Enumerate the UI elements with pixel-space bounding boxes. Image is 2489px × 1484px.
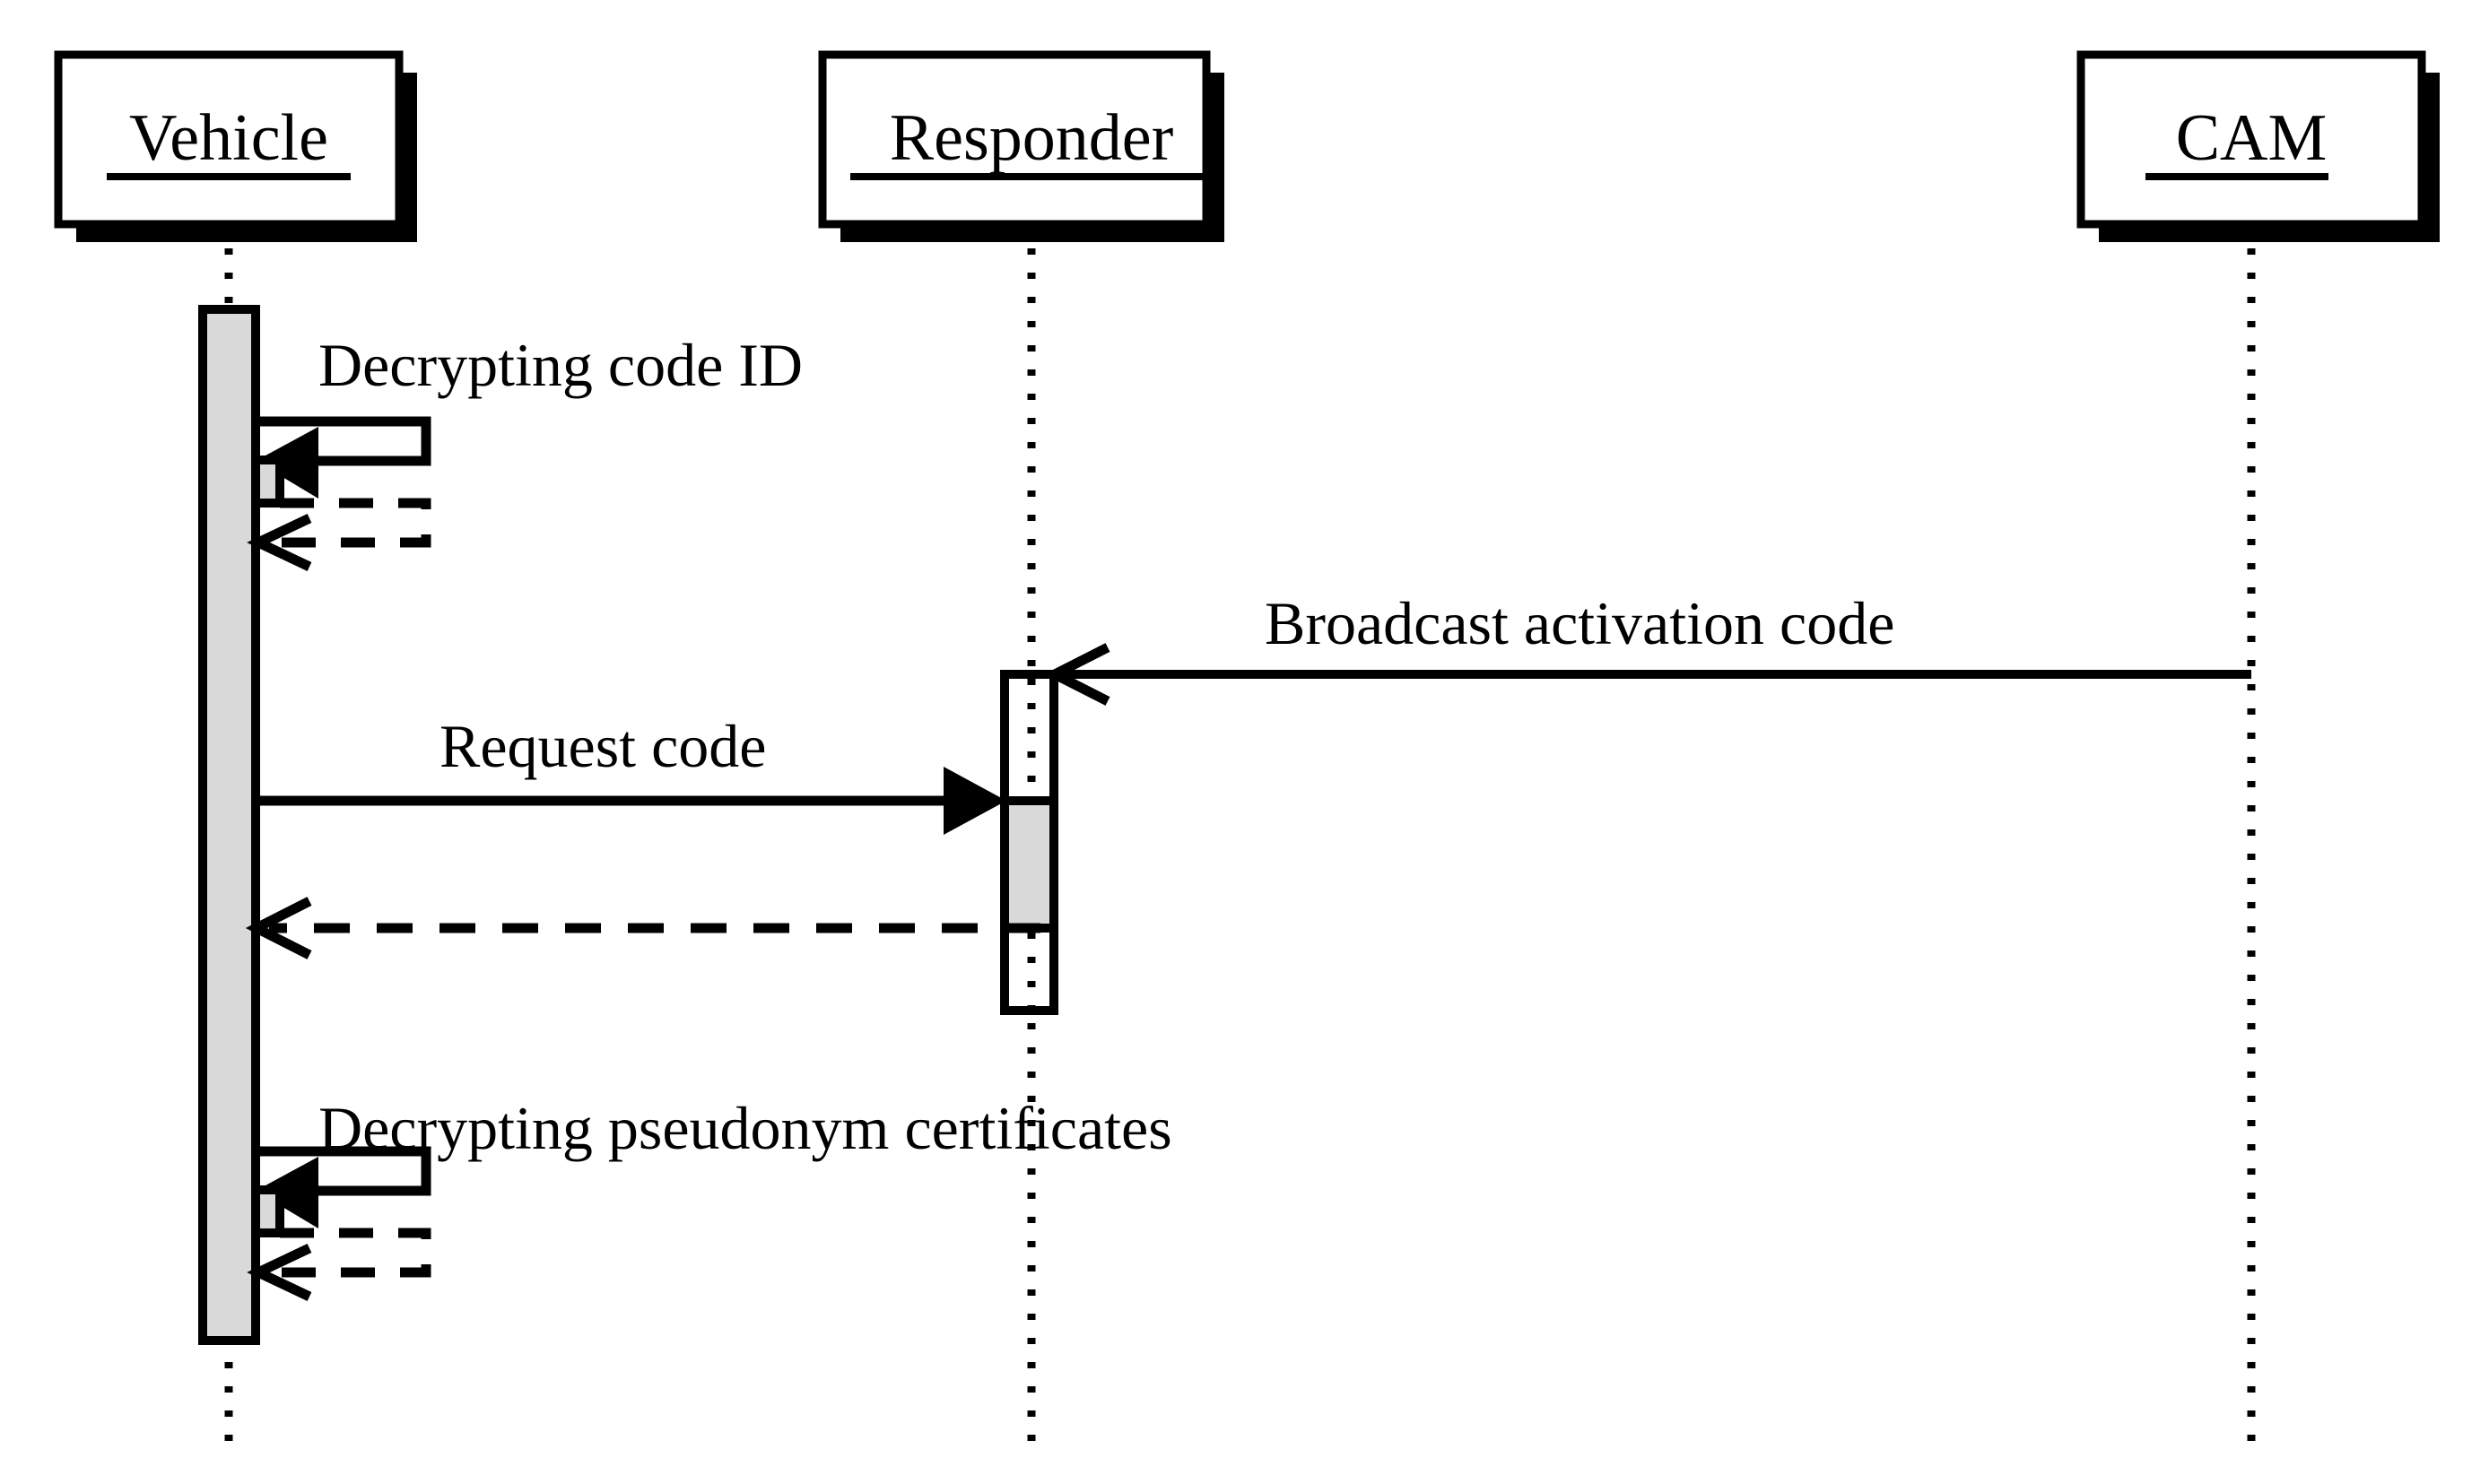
lifeline-box-responder (818, 50, 1211, 229)
lifeline-head-cam[interactable]: CAM (2076, 50, 2440, 242)
self-call-path-1 (256, 416, 431, 466)
activation-bar-responder-inner (1000, 796, 1058, 933)
arrowhead-open-2 (247, 1244, 312, 1301)
activation-bar-vehicle-nested-1 (251, 456, 284, 508)
arrowhead-open-1 (247, 514, 312, 571)
self-return-path-2 (269, 1228, 431, 1278)
lifeline-box-vehicle (54, 50, 404, 229)
lifeline-box-cam (2076, 50, 2426, 229)
lifeline-head-vehicle[interactable]: Vehicle (54, 50, 417, 242)
message-request-code-return[interactable] (245, 897, 1040, 959)
self-return-decrypting-code-id[interactable] (247, 498, 431, 571)
lifeline-label-cam: CAM (2176, 101, 2328, 175)
self-return-decrypting-pseudonym-certificates[interactable] (247, 1228, 431, 1301)
message-request-code[interactable] (257, 767, 1006, 835)
lifeline-label-responder: Responder (890, 101, 1174, 175)
self-message-decrypting-code-id[interactable] (256, 416, 431, 499)
message-broadcast-activation-code[interactable] (1043, 643, 2251, 706)
arrowhead-filled-request-code (944, 767, 1006, 835)
activation-bar-vehicle-main (198, 305, 260, 1345)
message-label-decrypting-code-id: Decrypting code ID (318, 331, 803, 399)
arrowhead-filled-1 (256, 427, 318, 499)
lifeline-lines (224, 224, 2256, 1444)
arrowhead-open-broadcast (1043, 643, 1110, 706)
message-label-broadcast-activation-code: Broadcast activation code (1265, 589, 1894, 657)
arrowhead-open-request-code-return (245, 897, 312, 959)
self-return-path-1 (269, 498, 431, 548)
message-label-request-code: Request code (439, 712, 766, 780)
message-label-decrypting-pseudonym-certificates: Decrypting pseudonym certificates (318, 1094, 1172, 1162)
self-call-path-2 (256, 1146, 431, 1196)
activation-bar-vehicle-nested-2 (251, 1185, 284, 1237)
self-message-decrypting-pseudonym-certificates[interactable] (256, 1146, 431, 1228)
arrowhead-filled-2 (256, 1157, 318, 1228)
lifeline-head-responder[interactable]: Responder (818, 50, 1224, 242)
lifeline-label-vehicle: Vehicle (129, 101, 328, 175)
